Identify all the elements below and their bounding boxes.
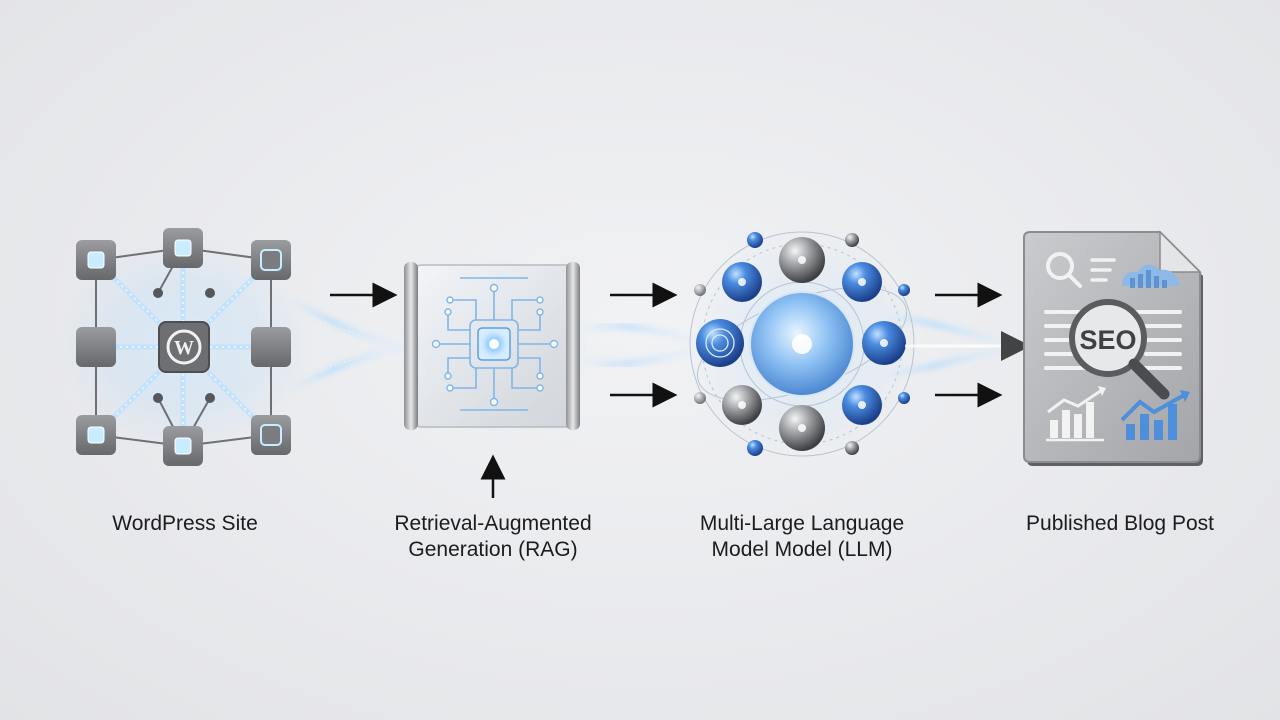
wordpress-logo-icon: W: [159, 322, 209, 372]
network-node: [251, 327, 291, 367]
network-node: [163, 426, 203, 466]
data-stream: [580, 326, 700, 364]
circuit-chip-icon: [394, 255, 594, 435]
seo-badge: SEO: [1079, 325, 1136, 355]
network-node: [76, 327, 116, 367]
svg-text:W: W: [174, 337, 194, 359]
llm-orb-cluster-icon: [683, 229, 921, 459]
network-node: [76, 415, 116, 455]
network-node: [76, 240, 116, 280]
stage-label-blog: Published Blog Post: [990, 511, 1250, 537]
network-node: [163, 228, 203, 268]
document-icon: SEO: [1024, 232, 1203, 466]
stage-label-rag: Retrieval-Augmented Generation (RAG): [363, 511, 623, 563]
stage-label-llm: Multi-Large Language Model Model (LLM): [672, 511, 932, 563]
network-node: [251, 415, 291, 455]
stage-label-wordpress: WordPress Site: [70, 511, 300, 537]
network-node: [251, 240, 291, 280]
wordpress-network: W: [55, 228, 315, 466]
